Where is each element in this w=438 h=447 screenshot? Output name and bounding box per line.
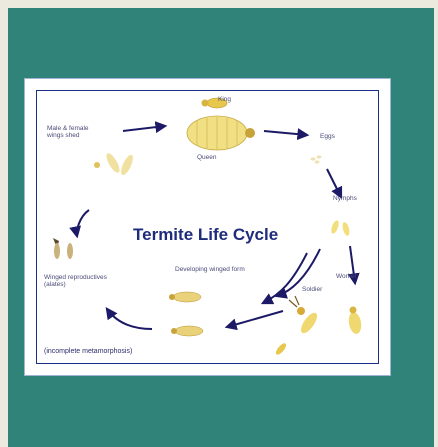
lower-termite	[274, 342, 288, 357]
worker-termite	[347, 307, 363, 335]
shed-wings	[94, 151, 135, 176]
label-winged-reproductives: Winged reproductives (alates)	[44, 274, 114, 288]
label-worker: Worker	[336, 273, 357, 280]
label-male-female: Male & female wings shed	[47, 125, 95, 139]
label-eggs: Eggs	[320, 133, 335, 140]
diagram-border: King Male & female wings shed Queen Eggs…	[36, 90, 379, 364]
label-queen: Queen	[197, 154, 217, 161]
label-nymphs: Nymphs	[333, 195, 357, 202]
soldier-termite	[289, 296, 320, 336]
eggs	[311, 155, 322, 163]
label-king: King	[218, 96, 231, 103]
winged-reproductive-termites	[53, 238, 73, 259]
diagram-caption: (incomplete metamorphosis)	[44, 348, 132, 355]
nymphs	[330, 219, 351, 236]
queen-termite	[187, 116, 255, 150]
label-soldier: Soldier	[302, 286, 322, 293]
label-developing-winged-form: Developing winged form	[175, 266, 245, 273]
diagram-title: Termite Life Cycle	[133, 225, 278, 245]
developing-winged-termites	[169, 292, 203, 336]
diagram-card: King Male & female wings shed Queen Eggs…	[24, 78, 391, 376]
